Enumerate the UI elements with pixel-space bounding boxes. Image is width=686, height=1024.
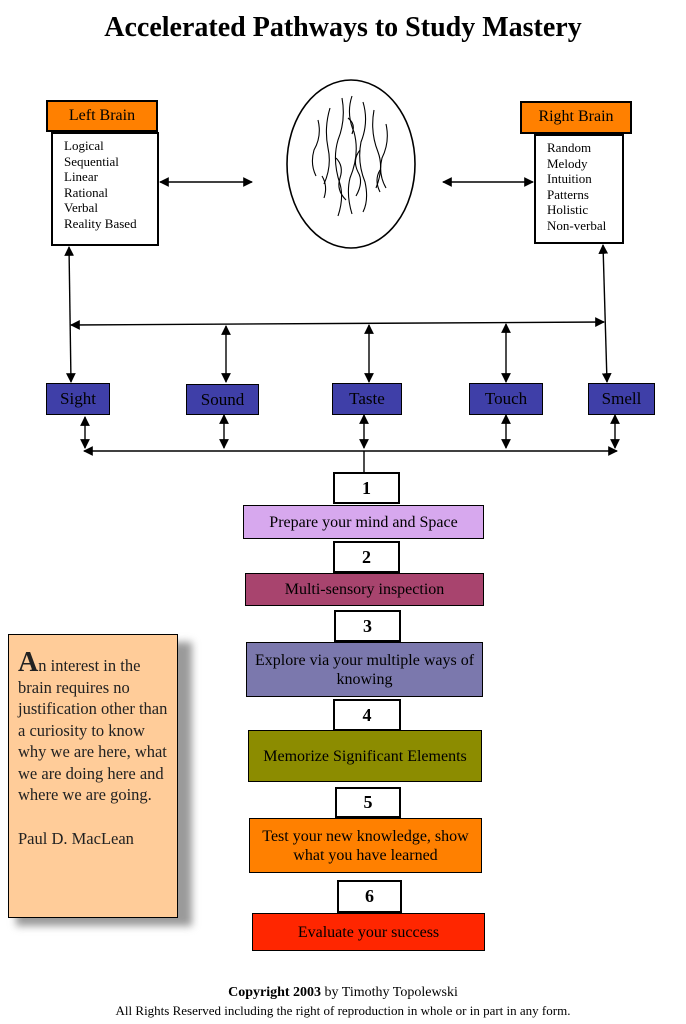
right-brain-trait: Non-verbal (547, 217, 607, 233)
right-vertical-arrow (598, 244, 612, 383)
sense-touch: Touch (469, 383, 543, 415)
step-number-2: 2 (333, 541, 400, 573)
copyright-author: by Timothy Topolewski (321, 985, 458, 1000)
step-number-6: 6 (337, 880, 402, 913)
left-brain-trait: Rational (64, 184, 109, 200)
left-vertical-arrow (64, 246, 76, 383)
sense-smell: Smell (588, 383, 655, 415)
step-1-box: Prepare your mind and Space (243, 505, 484, 539)
rights-notice: All Rights Reserved including the right … (115, 1003, 571, 1018)
quote-text: n interest in the brain requires no just… (18, 656, 168, 804)
left-brain-trait: Reality Based (64, 215, 137, 231)
upper-bus-arrow (70, 317, 605, 330)
left-brain-trait: Logical (64, 138, 104, 153)
step-number-5: 5 (335, 787, 401, 818)
sense-sight: Sight (46, 383, 110, 415)
brain-folds (311, 95, 388, 217)
left-brain-label: Left Brain (46, 100, 158, 132)
step-number-4: 4 (333, 699, 401, 731)
step-4-box: Memorize Significant Elements (248, 730, 482, 782)
right-brain-trait: Intuition (547, 171, 592, 186)
step-number-3: 3 (334, 610, 401, 642)
sense-sound: Sound (186, 384, 259, 415)
copyright-line: Copyright 2003 by Timothy Topolewski (0, 985, 686, 1001)
left-brain-trait: Linear (64, 169, 98, 184)
brain-illustration (286, 79, 416, 249)
step-5-box: Test your new knowledge, show what you h… (249, 818, 482, 873)
right-brain-label: Right Brain (520, 101, 632, 134)
step-number-1: 1 (333, 472, 400, 504)
step-2-box: Multi-sensory inspection (245, 573, 484, 606)
sense-taste: Taste (332, 383, 402, 415)
right-brain-trait: Patterns (547, 186, 589, 202)
step-3-box: Explore via your multiple ways of knowin… (246, 642, 483, 697)
right-brain-trait: Melody (547, 155, 588, 171)
quote-drop-cap: A (18, 647, 39, 678)
quote-author: Paul D. MacLean (18, 828, 134, 848)
quote-card: An interest in the brain requires no jus… (8, 634, 178, 918)
left-brain-traits: Logical Sequential Linear Rational Verba… (51, 132, 159, 246)
right-brain-traits: Random Melody Intuition Patterns Holisti… (534, 134, 624, 244)
copyright-label: Copyright 2003 (228, 985, 322, 1000)
left-brain-trait: Sequential (64, 153, 119, 169)
right-brain-trait: Holistic (547, 202, 589, 217)
left-brain-trait: Verbal (64, 200, 98, 215)
right-brain-trait: Random (547, 140, 592, 155)
step-6-box: Evaluate your success (252, 913, 485, 951)
page-title: Accelerated Pathways to Study Mastery (104, 12, 582, 43)
